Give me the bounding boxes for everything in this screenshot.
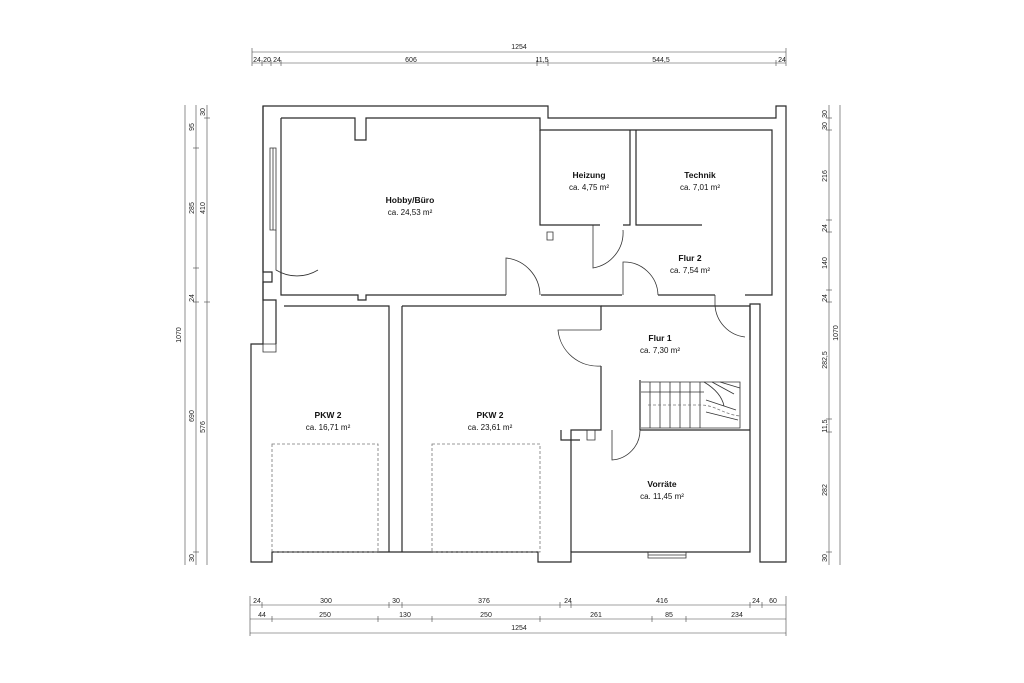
top-dim-1: 24 — [253, 57, 261, 64]
room-area-technik: ca. 7,01 m² — [680, 183, 720, 192]
staircase — [641, 381, 741, 429]
right-dim-9: 282 — [822, 484, 829, 496]
bottom1-dim-8: 60 — [769, 598, 777, 605]
left-total-dim: 1070 — [176, 327, 183, 343]
right-total-dim: 1070 — [833, 325, 840, 341]
right-dim-5: 140 — [822, 257, 829, 269]
doors — [275, 225, 746, 461]
room-area-vorraete: ca. 11,45 m² — [640, 492, 684, 501]
bottom-dimensions: 24 300 30 376 24 416 24 60 44 250 130 25… — [249, 596, 787, 636]
top-dim-3: 24 — [273, 57, 281, 64]
interior-walls — [280, 117, 773, 552]
room-area-pkw-right: ca. 23,61 m² — [468, 423, 513, 432]
room-name-flur1: Flur 1 — [648, 333, 671, 343]
room-name-technik: Technik — [684, 170, 716, 180]
right-dim-4: 24 — [822, 224, 829, 232]
room-area-heizung: ca. 4,75 m² — [569, 183, 609, 192]
room-name-flur2: Flur 2 — [678, 253, 701, 263]
room-name-pkw-right: PKW 2 — [477, 410, 504, 420]
room-name-hobby: Hobby/Büro — [386, 195, 435, 205]
bottom1-dim-1: 24 — [253, 598, 261, 605]
bottom-total-dim: 1254 — [511, 625, 527, 632]
right-dim-3: 216 — [822, 170, 829, 182]
bottom1-dim-2: 300 — [320, 598, 332, 605]
left-inner-dim-2: 410 — [200, 202, 207, 214]
outer-walls — [250, 105, 787, 563]
bottom1-dim-4: 376 — [478, 598, 490, 605]
bottom2-dim-6: 85 — [665, 612, 673, 619]
bottom1-dim-5: 24 — [564, 598, 572, 605]
bottom2-dim-7: 234 — [731, 612, 743, 619]
left-outer-dim-2: 285 — [189, 202, 196, 214]
room-area-flur1: ca. 7,30 m² — [640, 346, 680, 355]
bottom2-dim-5: 261 — [590, 612, 602, 619]
right-dim-7: 282,5 — [822, 351, 829, 369]
bottom1-dim-7: 24 — [752, 598, 760, 605]
top-dim-7: 24 — [778, 57, 786, 64]
room-name-vorraete: Vorräte — [647, 479, 676, 489]
room-area-pkw-left: ca. 16,71 m² — [306, 423, 351, 432]
bottom2-dim-2: 250 — [319, 612, 331, 619]
left-outer-dim-5: 30 — [189, 554, 196, 562]
bottom2-dim-4: 250 — [480, 612, 492, 619]
top-dim-6: 544,5 — [652, 57, 670, 64]
right-dimensions: 30 30 216 24 140 24 282,5 11,5 282 30 10… — [822, 105, 841, 565]
left-inner-dim-1: 30 — [200, 108, 207, 116]
room-area-hobby: ca. 24,53 m² — [388, 208, 433, 217]
left-dimensions: 1070 95 285 24 690 30 30 410 576 — [176, 105, 210, 565]
right-dim-8: 11,5 — [822, 419, 829, 432]
top-dim-4: 606 — [405, 57, 417, 64]
top-dim-2: 20 — [263, 57, 271, 64]
right-dim-2: 30 — [822, 122, 829, 130]
room-labels: Hobby/Büro ca. 24,53 m² Heizung ca. 4,75… — [306, 170, 721, 501]
top-dim-5: 11,5 — [535, 57, 548, 64]
top-total-dim: 1254 — [511, 44, 527, 51]
right-dim-1: 30 — [822, 110, 829, 118]
right-dim-6: 24 — [822, 294, 829, 302]
windows — [269, 147, 687, 559]
bottom1-dim-6: 416 — [656, 598, 668, 605]
left-outer-dim-4: 690 — [189, 410, 196, 422]
left-inner-dim-3: 576 — [200, 421, 207, 433]
room-name-pkw-left: PKW 2 — [315, 410, 342, 420]
bottom1-dim-3: 30 — [392, 598, 400, 605]
room-area-flur2: ca. 7,54 m² — [670, 266, 710, 275]
bottom2-dim-3: 130 — [399, 612, 411, 619]
right-dim-10: 30 — [822, 554, 829, 562]
bottom2-dim-1: 44 — [258, 612, 266, 619]
garage-doors — [271, 443, 541, 553]
top-dimensions: 1254 24 20 24 606 11,5 544,5 24 — [251, 44, 787, 66]
left-outer-dim-1: 95 — [189, 123, 196, 131]
room-name-heizung: Heizung — [572, 170, 605, 180]
left-outer-dim-3: 24 — [189, 294, 196, 302]
